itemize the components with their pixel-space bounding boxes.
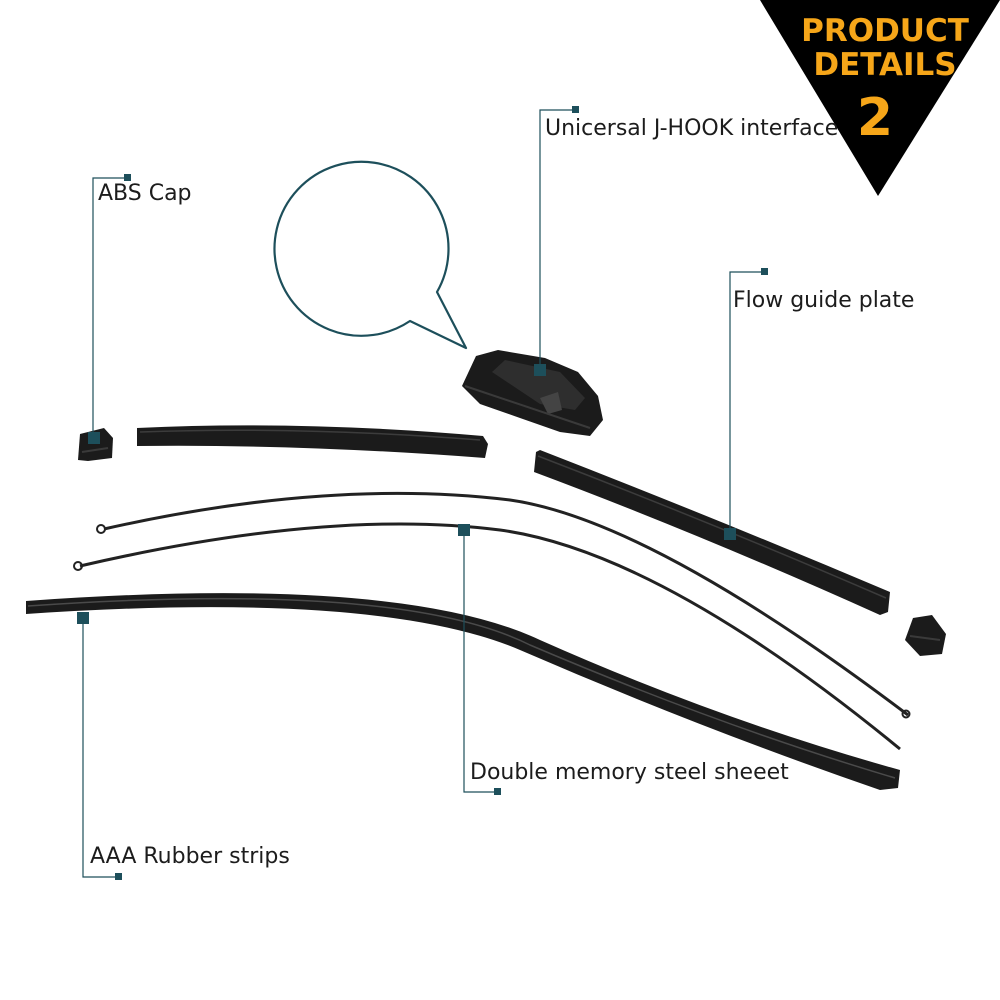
callout-markers: [77, 106, 768, 880]
callout-line-abs-cap: [92, 177, 128, 438]
abs-end-cap-left: [78, 428, 113, 461]
label-jhook: Unicersal J-HOOK interface: [545, 116, 839, 141]
marker-abs-point: [88, 432, 100, 444]
marker-jhook-end: [572, 106, 579, 113]
callout-line-flow-guide: [729, 271, 765, 534]
marker-rubber-end: [115, 873, 122, 880]
callout-line-jhook: [539, 109, 576, 370]
magnifier-bubble: [273, 160, 468, 350]
callout-line-rubber: [82, 618, 119, 878]
label-abs-cap: ABS Cap: [98, 181, 192, 206]
steel-spring-upper: [96, 491, 911, 719]
label-rubber-strips: AAA Rubber strips: [90, 844, 290, 869]
rubber-blade: [26, 593, 900, 790]
marker-flow-point: [724, 528, 736, 540]
label-steel-sheet: Double memory steel sheeet: [470, 760, 789, 785]
callout-line-steel: [463, 530, 498, 793]
steel-spring-lower: [73, 522, 901, 751]
spoiler-left: [137, 425, 488, 458]
marker-jhook-point: [534, 364, 546, 376]
marker-abs-end: [124, 174, 131, 181]
badge-title-line1: PRODUCT: [801, 13, 969, 49]
marker-flow-end: [761, 268, 768, 275]
spoiler-right: [534, 450, 890, 615]
j-hook-adapter: [462, 350, 603, 436]
marker-steel-end: [494, 788, 501, 795]
label-flow-guide: Flow guide plate: [733, 288, 915, 313]
marker-steel-point: [458, 524, 470, 536]
marker-rubber-point: [77, 612, 89, 624]
badge-title-line2: DETAILS: [813, 47, 957, 83]
abs-end-cap-right: [905, 615, 946, 656]
badge-triangle: [760, 0, 1000, 196]
callout-lines: [82, 109, 765, 878]
badge-number: 2: [856, 88, 894, 148]
